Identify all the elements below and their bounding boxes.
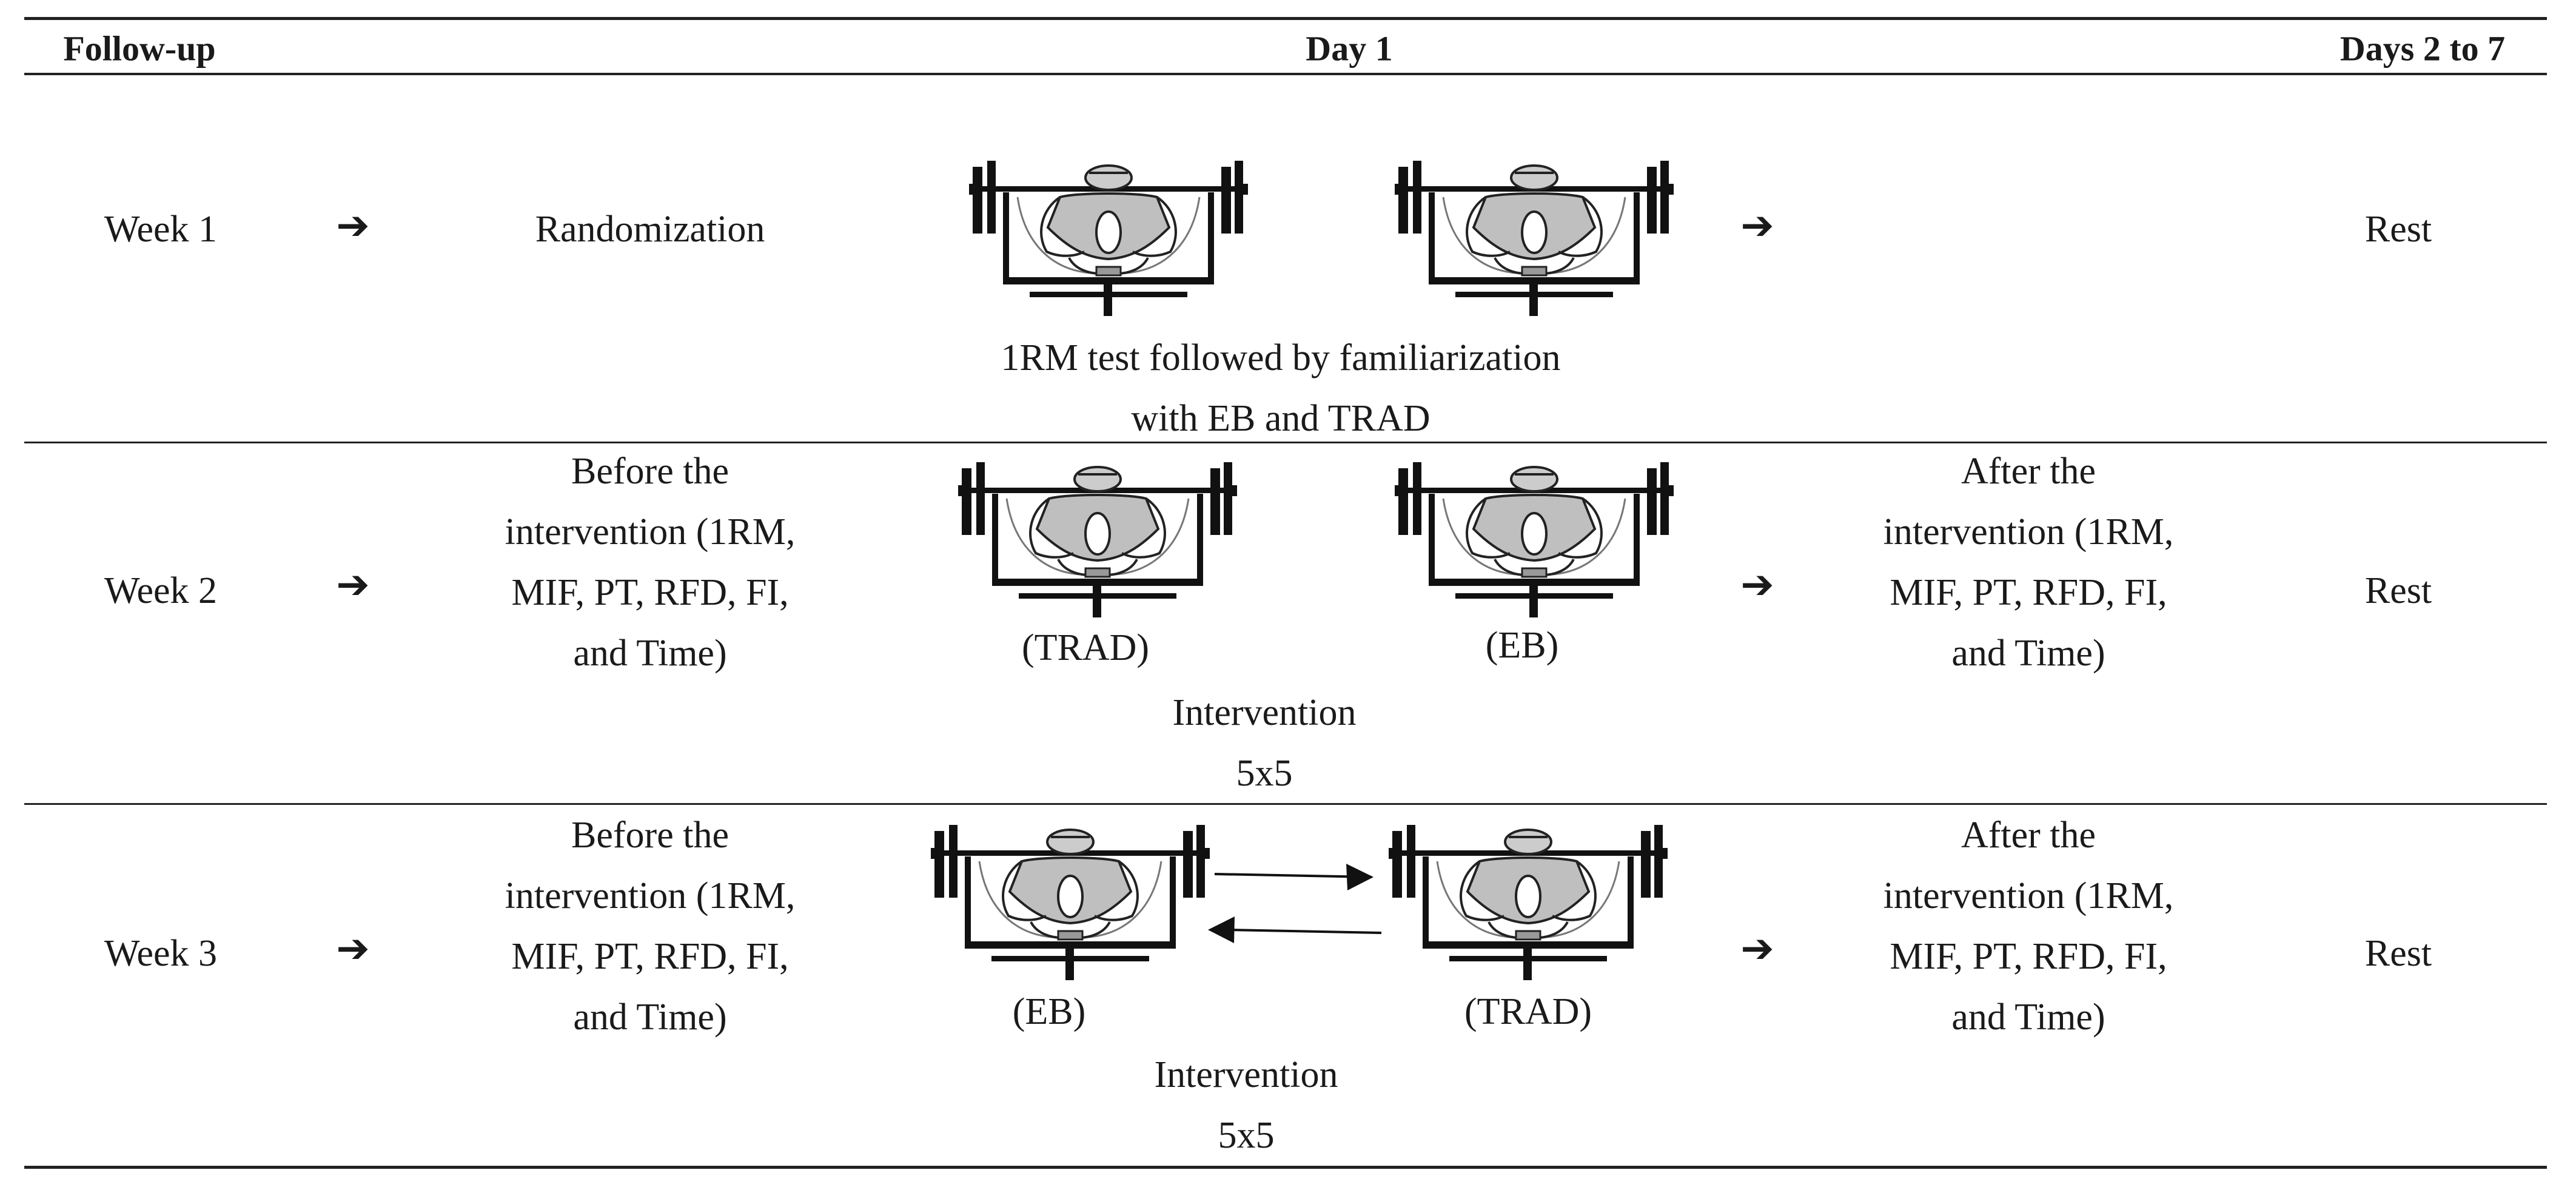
rest-label: Rest <box>2364 570 2432 611</box>
before-intervention-label: Before the intervention (1RM, MIF, PT, R… <box>505 815 796 1038</box>
header-rule <box>24 73 2547 75</box>
right-condition-label: (EB) <box>1485 625 1559 666</box>
header-follow-up: Follow-up <box>63 29 216 69</box>
right-arrow-icon: ➔ <box>1740 202 1774 249</box>
after-intervention-label: After the intervention (1RM, MIF, PT, RF… <box>1883 451 2174 674</box>
week-label: Week 3 <box>104 933 218 974</box>
header-day-1: Day 1 <box>1306 29 1393 69</box>
week-label: Week 2 <box>104 570 218 611</box>
intervention-caption: Intervention 5x5 <box>1172 692 1357 794</box>
top-rule <box>24 17 2547 20</box>
right-arrow-icon: ➔ <box>1740 561 1774 608</box>
row-divider <box>24 803 2547 805</box>
right-condition-label: (TRAD) <box>1464 991 1592 1032</box>
row-divider <box>24 442 2547 443</box>
bottom-rule <box>24 1166 2547 1169</box>
intervention-caption: Intervention 5x5 <box>1154 1054 1338 1156</box>
left-condition-label: (EB) <box>1012 991 1086 1032</box>
rest-label: Rest <box>2364 209 2432 250</box>
before-intervention-label: Before the intervention (1RM, MIF, PT, R… <box>505 451 796 674</box>
header-days-2-to-7: Days 2 to 7 <box>2340 29 2506 69</box>
right-arrow-icon: ➔ <box>336 561 370 608</box>
after-intervention-label: After the intervention (1RM, MIF, PT, RF… <box>1883 815 2174 1038</box>
right-arrow-icon: ➔ <box>1740 925 1774 972</box>
right-arrow-icon: ➔ <box>336 925 370 972</box>
left-condition-label: (TRAD) <box>1021 627 1150 668</box>
week-label: Week 1 <box>104 209 218 250</box>
right-arrow-icon: ➔ <box>336 202 370 249</box>
day1-caption: 1RM test followed by familiarization wit… <box>1001 337 1561 439</box>
rest-label: Rest <box>2364 933 2432 974</box>
randomization-label: Randomization <box>535 209 765 250</box>
